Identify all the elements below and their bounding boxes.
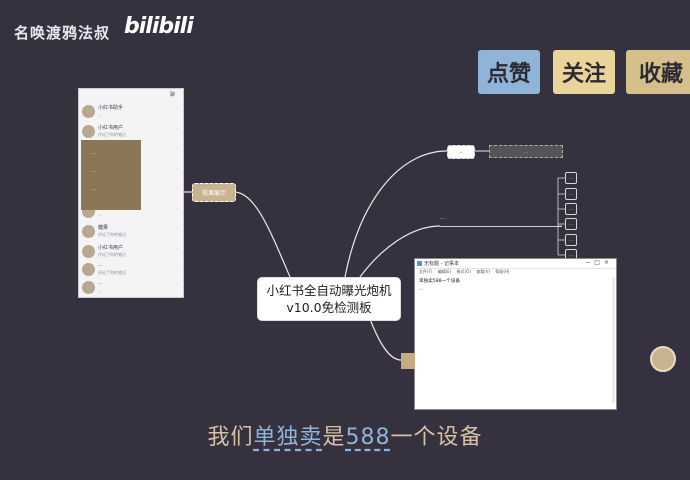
like-stamp: 点赞 (478, 50, 540, 94)
mindmap-node-top-caption: ... (489, 145, 563, 158)
list-item: 小红书用户评论了你的笔记.. (82, 243, 180, 263)
close-icon[interactable]: × (603, 259, 613, 266)
mindmap-leaf[interactable]: ... (565, 203, 578, 215)
follow-stamp: 关注 (553, 50, 615, 94)
notepad-window[interactable]: 无标题 - 记事本 −□× 文件(F) 编辑(E) 格式(O) 查看(V) 帮助… (414, 258, 617, 410)
maximize-icon[interactable]: □ (594, 259, 604, 266)
mindmap-node-demo[interactable]: 效果展示 (192, 183, 236, 202)
root-node-title: 小红书全自动曝光炮机 (266, 283, 392, 298)
notepad-line: ... (419, 287, 424, 292)
menu-view[interactable]: 查看(V) (476, 269, 491, 274)
phone-header: 聊 (169, 92, 175, 98)
notepad-text-area[interactable]: 单独卖588一个设备 ... (419, 278, 460, 294)
list-item: 糖果评论了你的笔记.. (82, 223, 180, 243)
notepad-titlebar[interactable]: 无标题 - 记事本 −□× (415, 259, 616, 269)
mindmap-node-top[interactable]: ... (447, 145, 475, 159)
mindmap-node-features[interactable]: ... (440, 210, 562, 227)
favorite-stamp: 收藏 (626, 50, 690, 94)
notepad-app-icon (417, 261, 422, 266)
bilibili-logo: bilibili (124, 14, 194, 39)
notepad-line: 单独卖588一个设备 (419, 279, 460, 284)
menu-file[interactable]: 文件(F) (419, 269, 433, 274)
menu-help[interactable]: 帮助(H) (495, 269, 510, 274)
video-subtitle: 我们单独卖是588一个设备 (207, 425, 483, 450)
mindmap-node-bottom[interactable] (401, 353, 415, 369)
mindmap-root-node[interactable]: 小红书全自动曝光炮机 v10.0免检测板 (257, 277, 401, 321)
minimize-icon[interactable]: − (585, 259, 595, 266)
menu-format[interactable]: 格式(O) (456, 269, 471, 274)
list-item: ...评论了你的笔记.. (82, 261, 180, 281)
mindmap-leaf[interactable]: ... (565, 172, 578, 184)
root-node-subtitle: v10.0免检测板 (286, 300, 372, 315)
notepad-menubar: 文件(F) 编辑(E) 格式(O) 查看(V) 帮助(H) (415, 268, 616, 276)
mindmap-leaf[interactable]: ... (565, 234, 578, 246)
menu-edit[interactable]: 编辑(E) (437, 269, 452, 274)
list-item: 小红书用户评论了你的笔记.. (82, 123, 180, 143)
window-controls[interactable]: −□× (585, 259, 613, 266)
notepad-scrollbar[interactable] (612, 278, 615, 403)
notepad-title: 无标题 - 记事本 (424, 261, 459, 267)
mindmap-leaf[interactable]: ... (565, 218, 578, 230)
list-item: 小红书助手...... (82, 103, 180, 123)
floating-circle-button[interactable] (650, 346, 676, 372)
channel-name: 名唤渡鸦法叔 (14, 24, 111, 42)
phone-overlay-panel: ... ... ... (81, 140, 141, 210)
list-item: ........ (82, 279, 180, 299)
mindmap-leaf[interactable]: ... (565, 188, 578, 200)
